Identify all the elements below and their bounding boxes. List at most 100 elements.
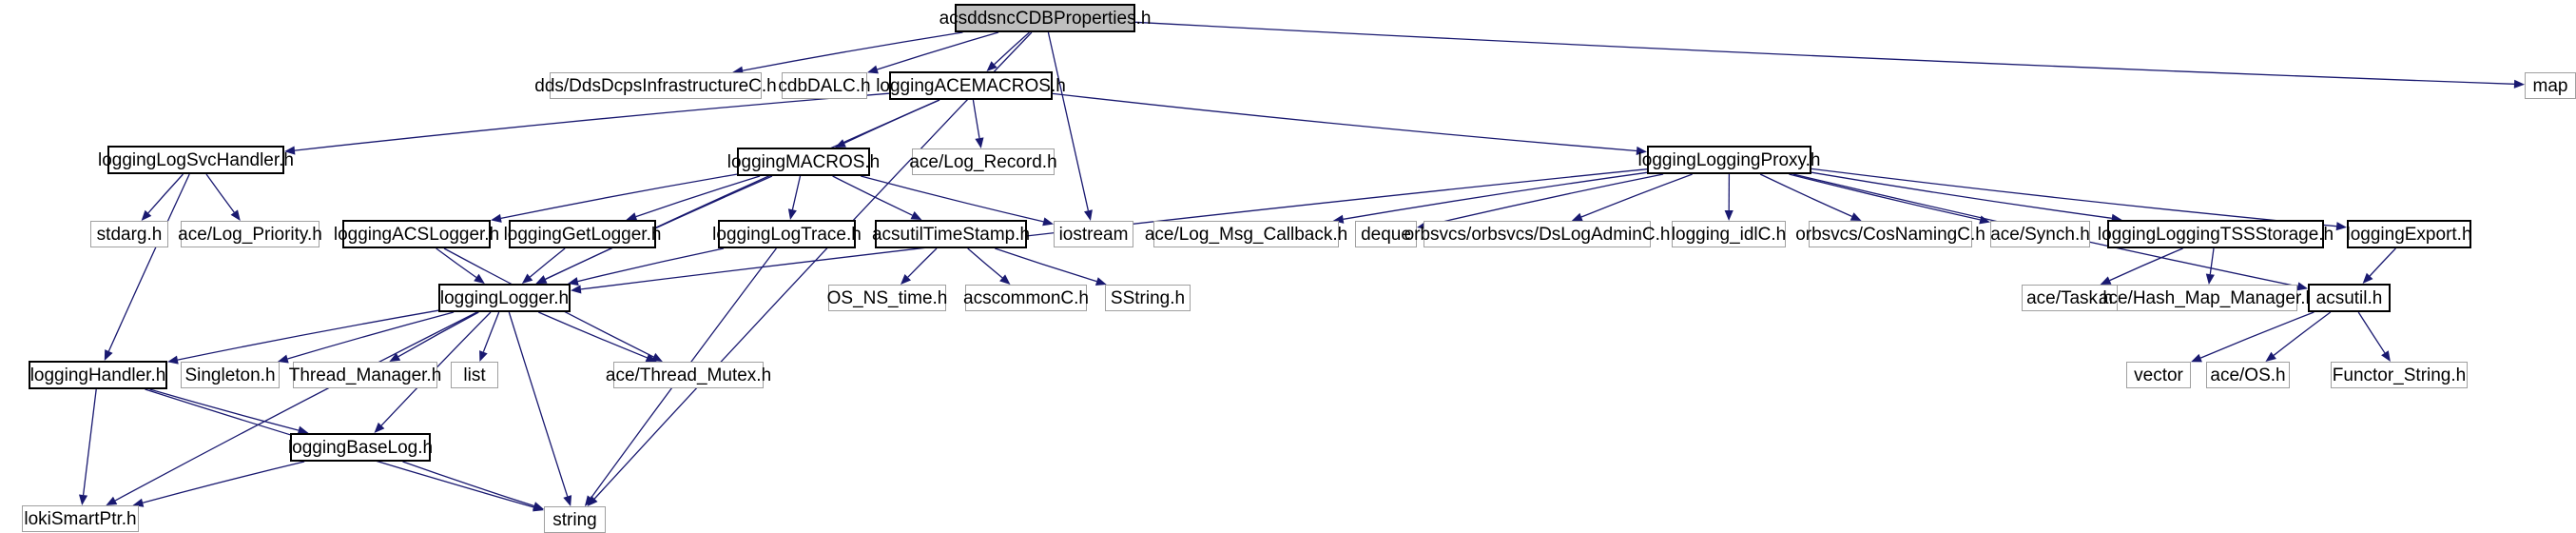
graph-node-label: SString.h (1110, 287, 1186, 308)
graph-edge-arrowhead (645, 353, 657, 362)
graph-edge (149, 388, 300, 431)
graph-edge-arrowhead (79, 494, 88, 505)
graph-node-label: logging_idlC.h (1671, 224, 1787, 245)
graph-edge-arrowhead (141, 209, 152, 221)
graph-edge (972, 99, 980, 139)
graph-edge (2209, 247, 2215, 275)
graph-node-tss[interactable]: loggingLoggingTSSStorage.h (2098, 220, 2334, 248)
graph-node-logrecord[interactable]: ace/Log_Record.h (909, 148, 1057, 175)
graph-node-threadmutex[interactable]: ace/Thread_Mutex.h (606, 362, 771, 388)
graph-edge (791, 175, 802, 210)
graph-node-label: string (552, 509, 597, 530)
graph-node-aceos[interactable]: ace/OS.h (2206, 362, 2290, 388)
graph-node-root[interactable]: acsddsncCDBProperties.h (939, 4, 1151, 32)
graph-edge-arrowhead (1850, 212, 1862, 221)
graph-node-label: ace/Thread_Mutex.h (605, 365, 772, 385)
graph-edge-arrowhead (297, 425, 309, 435)
graph-node-functor[interactable]: Functor_String.h (2331, 362, 2468, 388)
graph-edge (545, 175, 773, 280)
graph-node-stdarg[interactable]: stdarg.h (90, 221, 168, 247)
graph-node-acslogger[interactable]: loggingACSLogger.h (334, 220, 499, 248)
graph-edge-arrowhead (999, 274, 1011, 285)
graph-node-getlogger[interactable]: loggingGetLogger.h (504, 220, 661, 248)
graph-node-logprio[interactable]: ace/Log_Priority.h (178, 221, 322, 247)
graph-node-cdbdal[interactable]: cdbDALC.h (778, 72, 871, 99)
graph-edge (508, 311, 569, 497)
graph-edge-arrowhead (563, 495, 572, 506)
graph-edge (907, 247, 938, 278)
graph-edge-arrowhead (2335, 222, 2347, 231)
graph-node-label: loggingHandler.h (29, 365, 166, 385)
graph-edge (861, 175, 1044, 223)
graph-node-hashmap[interactable]: ace/Hash_Map_Manager.h (2099, 285, 2315, 311)
graph-edge (1759, 173, 1852, 217)
graph-node-label: Singleton.h (184, 365, 276, 385)
graph-edge (2273, 311, 2332, 356)
graph-node-timestamp[interactable]: acsutilTimeStamp.h (872, 220, 1030, 248)
graph-node-singleton[interactable]: Singleton.h (181, 362, 280, 388)
graph-node-loki[interactable]: lokiSmartPtr.h (22, 505, 139, 532)
graph-node-acetask[interactable]: ace/Task.h (2022, 285, 2118, 311)
graph-node-map[interactable]: map (2525, 72, 2576, 99)
graph-node-acsutil[interactable]: acsutil.h (2308, 284, 2391, 312)
graph-node-export[interactable]: loggingExport.h (2346, 220, 2472, 248)
graph-edge (1811, 171, 2112, 219)
graph-node-acemacros[interactable]: loggingACEMACROS.h (876, 71, 1066, 100)
graph-edge-arrowhead (2362, 272, 2373, 284)
graph-node-label: ace/Hash_Map_Manager.h (2098, 287, 2316, 308)
graph-node-vector[interactable]: vector (2126, 362, 2191, 388)
graph-node-acscommon[interactable]: acscommonC.h (963, 285, 1089, 311)
graph-node-deque[interactable]: deque (1355, 221, 1417, 247)
graph-node-threadmgr[interactable]: Thread_Manager.h (289, 362, 441, 388)
graph-node-cosnaming[interactable]: orbsvcs/CosNamingC.h (1795, 221, 1985, 247)
graph-node-msgcb[interactable]: ace/Log_Msg_Callback.h (1145, 221, 1347, 247)
graph-node-logger[interactable]: loggingLogger.h (438, 284, 571, 312)
graph-edge-arrowhead (2205, 273, 2215, 285)
graph-node-label: Thread_Manager.h (288, 365, 442, 385)
graph-node-label: loggingLogger.h (439, 287, 570, 308)
graph-edge-arrowhead (2265, 351, 2276, 362)
graph-edge (1343, 171, 1648, 220)
graph-edge (994, 31, 1030, 66)
graph-edge (142, 461, 305, 503)
graph-node-dslogadmin[interactable]: orbsvcs/orbsvcs/DsLogAdminC.h (1404, 221, 1670, 247)
graph-node-dds[interactable]: dds/DdsDcpsInfrastructureC.h (534, 72, 777, 99)
graph-node-handler[interactable]: loggingHandler.h (29, 361, 167, 389)
graph-node-string[interactable]: string (544, 506, 606, 533)
graph-edge-arrowhead (975, 137, 984, 148)
graph-node-label: cdbDALC.h (778, 75, 871, 96)
graph-node-iostream[interactable]: iostream (1054, 221, 1133, 247)
graph-node-baselog[interactable]: loggingBaseLog.h (287, 433, 434, 462)
graph-node-sstring[interactable]: SString.h (1105, 285, 1191, 311)
graph-node-synch[interactable]: ace/Synch.h (1990, 221, 2090, 247)
graph-edge-arrowhead (2513, 79, 2525, 89)
graph-node-label: Functor_String.h (2332, 365, 2467, 385)
graph-node-logtrace[interactable]: loggingLogTrace.h (712, 220, 862, 248)
graph-node-label: OS_NS_time.h (826, 287, 948, 308)
graph-edge (877, 31, 999, 70)
graph-edge-arrowhead (1094, 277, 1107, 286)
graph-node-label: acscommonC.h (963, 287, 1089, 308)
graph-edge-arrowhead (521, 273, 533, 284)
graph-edge (1047, 31, 1090, 211)
graph-node-label: ace/Log_Record.h (909, 151, 1057, 172)
graph-node-label: ace/Synch.h (1990, 224, 2090, 245)
graph-node-proxy[interactable]: loggingLoggingProxy.h (1638, 146, 1820, 174)
graph-edge (114, 311, 477, 502)
graph-node-osnstime[interactable]: OS_NS_time.h (826, 285, 948, 311)
graph-node-label: loggingMACROS.h (726, 151, 881, 172)
graph-edge-arrowhead (479, 350, 488, 362)
graph-edge-arrowhead (106, 496, 118, 505)
graph-node-label: deque (1361, 224, 1411, 245)
graph-node-label: loggingLogTrace.h (712, 224, 862, 245)
graph-node-macros[interactable]: loggingMACROS.h (727, 148, 880, 176)
graph-node-label: loggingBaseLog.h (287, 437, 434, 458)
graph-node-label: lokiSmartPtr.h (24, 508, 137, 529)
graph-node-logsvc[interactable]: loggingLogSvcHandler.h (98, 146, 294, 174)
graph-node-label: loggingLogSvcHandler.h (98, 149, 294, 170)
graph-node-loggingidl[interactable]: logging_idlC.h (1672, 221, 1786, 247)
graph-node-list[interactable]: list (451, 362, 498, 388)
graph-edge (147, 173, 184, 214)
graph-edge (538, 311, 648, 359)
